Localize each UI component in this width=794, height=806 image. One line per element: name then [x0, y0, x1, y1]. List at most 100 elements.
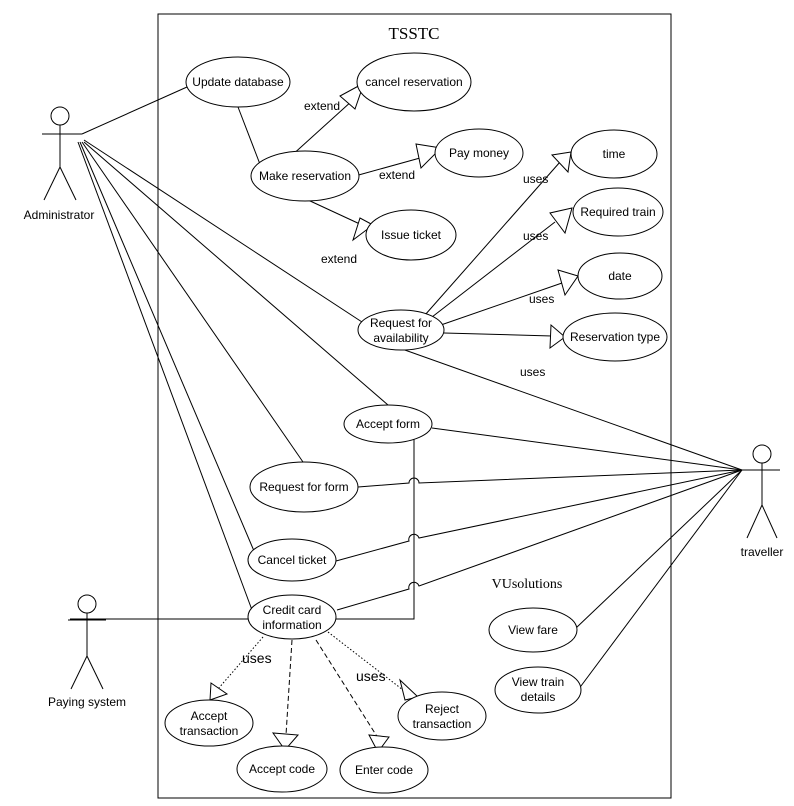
svg-text:Required train: Required train: [580, 205, 655, 219]
assoc-admin-cancel-ticket: [79, 141, 258, 559]
label-uses-type: uses: [520, 365, 545, 379]
svg-text:Request for form: Request for form: [259, 480, 348, 494]
svg-text:View train: View train: [512, 675, 564, 689]
label-uses-accept-tx: uses: [242, 650, 272, 666]
label-extend-pay: extend: [379, 168, 415, 182]
uses-train-head: [549, 207, 573, 235]
actor-traveller-label: traveller: [741, 545, 784, 559]
svg-text:Accept code: Accept code: [249, 762, 315, 776]
extend-issue-head: [352, 217, 374, 242]
uses-accept-tx-head: [209, 682, 229, 701]
actor-head-icon: [50, 106, 70, 126]
assoc-update-make-res: [237, 106, 264, 173]
use-case-enter-code[interactable]: Enter code: [339, 746, 429, 794]
assoc-traveller-availability: [401, 348, 743, 471]
svg-text:Pay money: Pay money: [449, 146, 509, 160]
uses-date-head: [557, 269, 579, 297]
use-case-accept-code[interactable]: Accept code: [236, 745, 328, 793]
use-case-accept-form[interactable]: Accept form: [343, 404, 433, 444]
use-case-time[interactable]: time: [570, 129, 658, 179]
actor-head-icon: [77, 594, 97, 614]
svg-text:Issue ticket: Issue ticket: [381, 228, 442, 242]
svg-text:Cancel ticket: Cancel ticket: [258, 553, 327, 567]
svg-text:Credit card: Credit card: [263, 603, 322, 617]
uses-type-line: [443, 332, 553, 337]
extend-relations: [289, 81, 443, 242]
svg-text:Update database: Update database: [192, 75, 284, 89]
include-accept-code-line: [285, 639, 293, 736]
svg-text:details: details: [521, 690, 556, 704]
use-case-cancel-ticket[interactable]: Cancel ticket: [247, 538, 337, 582]
associations: [70, 86, 743, 691]
use-case-issue-ticket[interactable]: Issue ticket: [365, 209, 457, 261]
extend-pay-line: [354, 157, 421, 177]
include-enter-code-line: [315, 639, 379, 739]
extend-issue-line: [307, 199, 363, 226]
label-extend-issue: extend: [321, 252, 357, 266]
uses-train-line: [431, 221, 556, 318]
uses-accept-tx-line: [217, 636, 264, 690]
svg-text:availability: availability: [373, 331, 428, 345]
actor-head-icon: [752, 444, 772, 464]
actor-paying-system-label: Paying system: [48, 695, 126, 709]
use-case-view-fare[interactable]: View fare: [488, 607, 578, 653]
use-case-view-train-details[interactable]: View train details: [494, 666, 582, 714]
use-case-required-train[interactable]: Required train: [572, 187, 664, 237]
use-case-accept-transaction[interactable]: Accept transaction: [164, 699, 254, 747]
assoc-admin-accept-form: [83, 141, 389, 406]
actor-paying-system[interactable]: Paying system: [48, 594, 126, 709]
system-boundary: [157, 13, 672, 799]
svg-text:Request for: Request for: [370, 316, 432, 330]
actor-traveller[interactable]: traveller: [741, 444, 784, 559]
use-case-pay-money[interactable]: Pay money: [434, 128, 524, 178]
use-case-date[interactable]: date: [577, 252, 663, 300]
assoc-traveller-credit-card: [336, 469, 743, 611]
svg-text:Enter code: Enter code: [355, 763, 413, 777]
use-case-request-availability[interactable]: Request for availability: [357, 309, 445, 351]
svg-text:Accept: Accept: [191, 709, 228, 723]
use-case-reject-transaction[interactable]: Reject transaction: [397, 691, 487, 741]
assoc-traveller-accept-form: [431, 427, 743, 471]
uses-time-line: [424, 161, 561, 316]
assoc-traveller-request-form: [357, 469, 743, 488]
assoc-admin-availability: [83, 139, 363, 323]
assoc-accept-form-credit-card: [334, 438, 415, 620]
actor-administrator-label: Administrator: [24, 208, 95, 222]
use-case-credit-card-information[interactable]: Credit card information: [247, 594, 337, 640]
include-accept-code-head: [271, 732, 300, 751]
extend-pay-head: [415, 143, 443, 170]
assoc-traveller-cancel-ticket: [335, 469, 743, 562]
svg-text:time: time: [603, 147, 626, 161]
svg-text:transaction: transaction: [413, 717, 472, 731]
use-case-request-form[interactable]: Request for form: [249, 461, 359, 513]
svg-text:transaction: transaction: [180, 724, 239, 738]
label-uses-time: uses: [523, 172, 548, 186]
svg-text:date: date: [608, 269, 632, 283]
assoc-admin-credit-card: [77, 141, 253, 611]
label-uses-reject-tx: uses: [356, 668, 386, 684]
uses-time-head: [550, 151, 572, 174]
include-enter-code-head: [368, 734, 390, 753]
extend-cancel-head: [339, 81, 365, 110]
assoc-admin-update-db: [81, 86, 188, 135]
use-case-cancel-reservation[interactable]: cancel reservation: [356, 52, 472, 112]
actor-administrator[interactable]: Administrator: [24, 106, 95, 222]
use-case-reservation-type[interactable]: Reservation type: [562, 312, 668, 362]
svg-text:Accept form: Accept form: [356, 417, 420, 431]
svg-text:Reject: Reject: [425, 702, 460, 716]
assoc-traveller-view-train: [577, 469, 743, 691]
uses-relations: [209, 151, 579, 753]
uses-date-line: [437, 282, 563, 327]
svg-text:Reservation type: Reservation type: [570, 330, 660, 344]
assoc-traveller-view-fare: [575, 469, 743, 629]
uses-type-head: [549, 323, 566, 350]
svg-text:Make reservation: Make reservation: [259, 169, 351, 183]
label-uses-train: uses: [523, 229, 548, 243]
use-case-make-reservation[interactable]: Make reservation: [250, 150, 360, 202]
system-title: TSSTC: [388, 24, 439, 43]
label-extend-cancel: extend: [304, 99, 340, 113]
use-case-update-database[interactable]: Update database: [185, 56, 291, 108]
svg-text:cancel reservation: cancel reservation: [365, 75, 462, 89]
brand-label: VUsolutions: [492, 577, 563, 592]
